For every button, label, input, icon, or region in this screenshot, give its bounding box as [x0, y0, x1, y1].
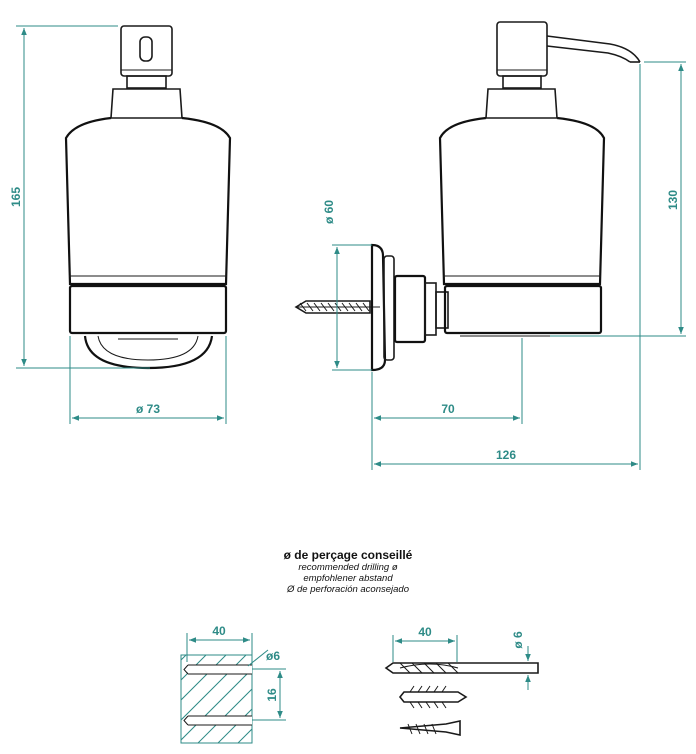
height-total-label: 165 — [9, 187, 23, 207]
note-spanish: Ø de perforación aconsejado — [287, 584, 409, 595]
drilling-note: ø de perçage conseillé recommended drill… — [0, 548, 696, 595]
wood-screw — [399, 720, 461, 736]
bit-length-label: 40 — [418, 625, 432, 639]
projection-70-label: 70 — [441, 402, 455, 416]
front-view — [64, 25, 232, 370]
drill-bit — [384, 662, 539, 674]
bit-dimensions — [392, 635, 531, 690]
base-diameter-label: ø 73 — [136, 402, 160, 416]
note-german: empfohlener abstand — [303, 573, 393, 584]
wall-dimensions — [186, 633, 286, 721]
height-side-label: 130 — [666, 190, 680, 210]
projection-126-label: 126 — [496, 448, 516, 462]
bit-diameter-label: ø 6 — [511, 631, 525, 649]
note-title: ø de perçage conseillé — [283, 548, 413, 562]
side-view — [294, 21, 641, 372]
drill-depth-label: 40 — [212, 624, 226, 638]
hole-spacing-label: 16 — [265, 688, 279, 702]
side-dimensions — [332, 61, 686, 470]
drill-diameter-label: ø6 — [266, 649, 280, 663]
dowel-plug — [398, 685, 468, 709]
note-english: recommended drilling ø — [298, 562, 398, 573]
flange-diameter-label: ø 60 — [322, 200, 336, 224]
front-dimensions — [16, 25, 227, 424]
wall-section — [180, 654, 253, 744]
